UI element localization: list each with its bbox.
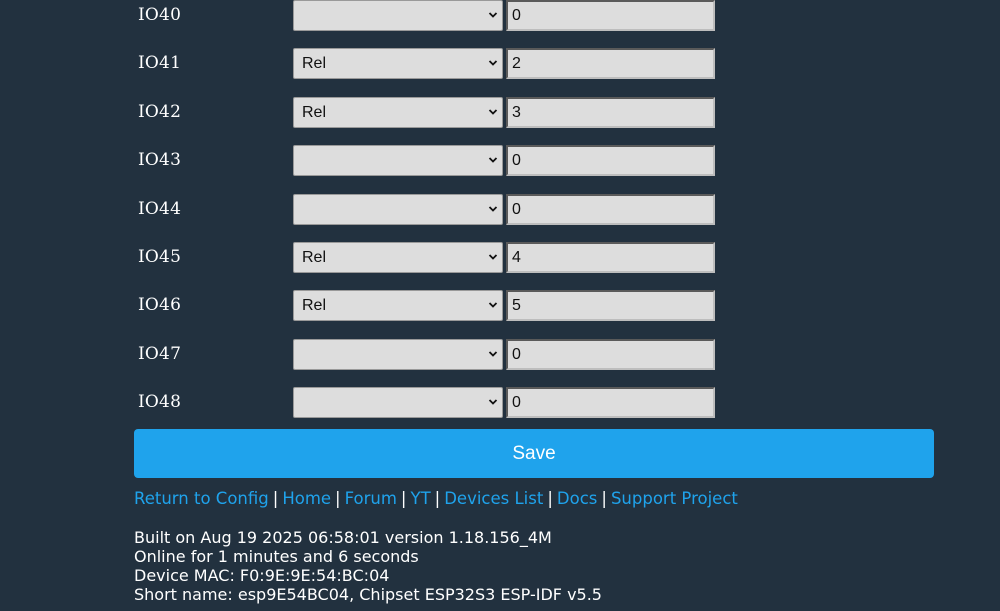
link-devices-list[interactable]: Devices List	[444, 489, 544, 508]
chevron-down-icon	[488, 399, 498, 405]
select-value: Rel	[302, 55, 327, 73]
select-value: Rel	[302, 103, 327, 121]
pin-value-input[interactable]: 0	[506, 387, 715, 419]
uptime-info: Online for 1 minutes and 6 seconds	[134, 547, 419, 566]
pin-row-io42: IO42 Rel 3	[0, 87, 1000, 135]
link-docs[interactable]: Docs	[556, 489, 598, 508]
chevron-down-icon	[488, 254, 498, 260]
pin-row-io45: IO45 Rel 4	[0, 232, 1000, 280]
link-forum[interactable]: Forum	[344, 489, 397, 508]
pin-type-select[interactable]	[293, 387, 503, 419]
chevron-down-icon	[488, 157, 498, 163]
pin-label: IO46	[138, 295, 182, 316]
short-name-info: Short name: esp9E54BC04, Chipset ESP32S3…	[134, 585, 602, 604]
pin-config-list: IO40 0 IO41 Rel 2 IO42 Rel 3 IO43 0 IO44	[0, 0, 1000, 425]
pin-type-select[interactable]	[293, 145, 503, 177]
select-value: Rel	[302, 248, 327, 266]
pin-type-select[interactable]: Rel	[293, 290, 503, 322]
chevron-down-icon	[488, 109, 498, 115]
mac-info: Device MAC: F0:9E:9E:54:BC:04	[134, 566, 390, 585]
link-separator: |	[335, 489, 341, 508]
link-separator: |	[601, 489, 607, 508]
pin-label: IO47	[138, 343, 182, 364]
pin-type-select[interactable]: Rel	[293, 241, 503, 273]
chevron-down-icon	[488, 12, 498, 18]
chevron-down-icon	[488, 205, 498, 212]
build-info: Built on Aug 19 2025 06:58:01 version 1.…	[134, 528, 552, 547]
pin-label: IO48	[138, 392, 182, 413]
pin-type-select[interactable]: Rel	[293, 48, 503, 80]
pin-label: IO40	[138, 5, 182, 25]
link-home[interactable]: Home	[282, 489, 332, 508]
link-separator: |	[400, 489, 407, 508]
select-value: Rel	[302, 297, 327, 315]
pin-label: IO43	[138, 150, 182, 171]
pin-value-input[interactable]: 0	[506, 193, 715, 225]
footer-links: Return to Config|Home|Forum|YT|Devices L…	[134, 489, 738, 509]
link-support-project[interactable]: Support Project	[610, 489, 738, 508]
pin-type-select[interactable]	[293, 338, 503, 370]
chevron-down-icon	[488, 351, 498, 357]
pin-value-input[interactable]: 4	[506, 241, 715, 273]
pin-row-io40: IO40 0	[0, 0, 1000, 38]
pin-label: IO41	[138, 53, 182, 74]
link-separator: |	[272, 489, 279, 508]
link-separator: |	[434, 489, 441, 508]
device-info: Built on Aug 19 2025 06:58:01 version 1.…	[134, 528, 602, 604]
pin-row-io44: IO44 0	[0, 184, 1000, 232]
pin-row-io47: IO47 0	[0, 329, 1000, 377]
save-button[interactable]: Save	[134, 429, 934, 478]
pin-value-input[interactable]: 0	[506, 338, 715, 370]
link-yt[interactable]: YT	[410, 489, 431, 508]
pin-label: IO44	[138, 198, 182, 219]
pin-row-io41: IO41 Rel 2	[0, 38, 1000, 86]
pin-label: IO45	[138, 246, 182, 267]
pin-type-select[interactable]: Rel	[293, 96, 503, 128]
pin-row-io46: IO46 Rel 5	[0, 280, 1000, 328]
pin-value-input[interactable]: 0	[506, 0, 715, 31]
pin-type-select[interactable]	[293, 0, 503, 31]
pin-row-io43: IO43 0	[0, 135, 1000, 183]
link-return-to-config[interactable]: Return to Config	[134, 489, 269, 508]
pin-value-input[interactable]: 5	[506, 290, 715, 322]
pin-value-input[interactable]: 0	[506, 145, 715, 177]
pin-value-input[interactable]: 3	[506, 96, 715, 128]
pin-row-io48: IO48 0	[0, 377, 1000, 425]
pin-label: IO42	[138, 101, 182, 122]
pin-type-select[interactable]	[293, 193, 503, 225]
link-separator: |	[547, 489, 553, 508]
chevron-down-icon	[488, 60, 498, 67]
pin-value-input[interactable]: 2	[506, 48, 715, 80]
chevron-down-icon	[488, 302, 498, 309]
